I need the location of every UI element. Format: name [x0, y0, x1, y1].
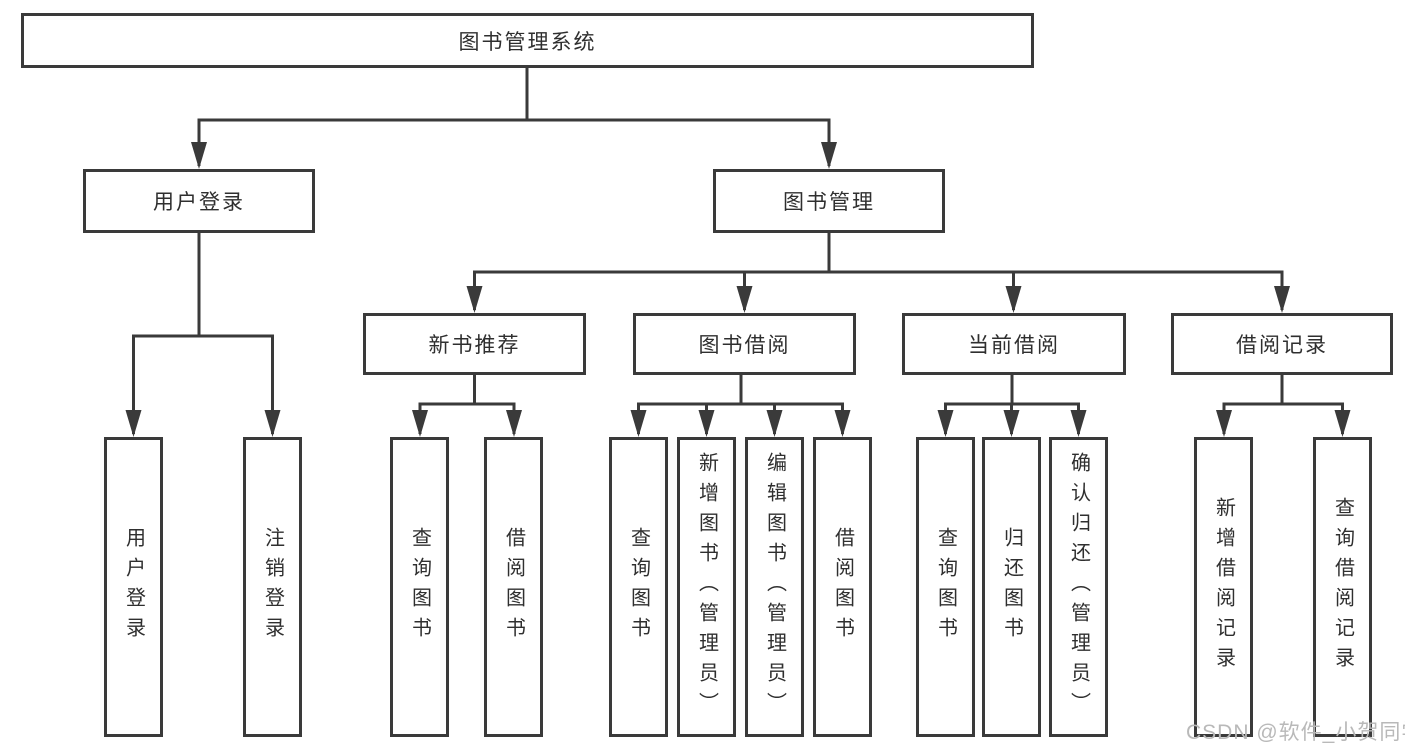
leaf-edit-books-admin: 编辑图书（管理员） — [745, 437, 804, 737]
leaf-logout: 注销登录 — [243, 437, 302, 737]
node-book-borrowing: 图书借阅 — [633, 313, 856, 375]
leaf-borrow-books: 借阅图书 — [813, 437, 872, 737]
leaf-edit-books-admin-label: 编辑图书（管理员） — [763, 452, 786, 722]
csdn-watermark: CSDN @软件_小贺同学 — [1186, 721, 1405, 744]
leaf-query-borrow-record: 查询借阅记录 — [1313, 437, 1372, 737]
leaf-add-borrow-record-label: 新增借阅记录 — [1212, 497, 1235, 677]
node-user-login: 用户登录 — [83, 169, 315, 233]
connector-borrow-records-to-leaves — [1216, 375, 1351, 437]
connector-user-login-to-leaves — [125, 233, 281, 437]
leaf-query-books-borrow-label: 查询图书 — [627, 527, 650, 647]
leaf-borrow-books-label: 借阅图书 — [831, 527, 854, 647]
leaf-user-login: 用户登录 — [104, 437, 163, 737]
node-library-management-system: 图书管理系统 — [21, 13, 1034, 68]
leaf-borrow-books-recommend: 借阅图书 — [484, 437, 543, 737]
leaf-query-borrow-record-label: 查询借阅记录 — [1331, 497, 1354, 677]
leaf-query-books-current-label: 查询图书 — [934, 527, 957, 647]
leaf-query-books-recommend-label: 查询图书 — [408, 527, 431, 647]
node-borrowing-records: 借阅记录 — [1171, 313, 1393, 375]
connector-book-management-to-level3 — [466, 233, 1290, 313]
node-current-borrowing: 当前借阅 — [902, 313, 1126, 375]
leaf-confirm-return-admin-label: 确认归还（管理员） — [1067, 452, 1090, 722]
leaf-add-borrow-record: 新增借阅记录 — [1194, 437, 1253, 737]
leaf-logout-label: 注销登录 — [261, 527, 284, 647]
leaf-return-books: 归还图书 — [982, 437, 1041, 737]
leaf-return-books-label: 归还图书 — [1000, 527, 1023, 647]
leaf-query-books-recommend: 查询图书 — [390, 437, 449, 737]
connector-root-to-level2 — [191, 68, 837, 169]
leaf-add-books-admin-label: 新增图书（管理员） — [695, 452, 718, 722]
leaf-query-books-current: 查询图书 — [916, 437, 975, 737]
leaf-add-books-admin: 新增图书（管理员） — [677, 437, 736, 737]
node-new-book-recommendation: 新书推荐 — [363, 313, 586, 375]
leaf-confirm-return-admin: 确认归还（管理员） — [1049, 437, 1108, 737]
node-book-management: 图书管理 — [713, 169, 945, 233]
leaf-user-login-label: 用户登录 — [122, 527, 145, 647]
connector-current-borrow-to-leaves — [937, 375, 1087, 437]
connector-new-book-to-leaves — [412, 375, 522, 437]
leaf-query-books-borrow: 查询图书 — [609, 437, 668, 737]
leaf-borrow-books-recommend-label: 借阅图书 — [502, 527, 525, 647]
connector-book-borrow-to-leaves — [630, 375, 851, 437]
